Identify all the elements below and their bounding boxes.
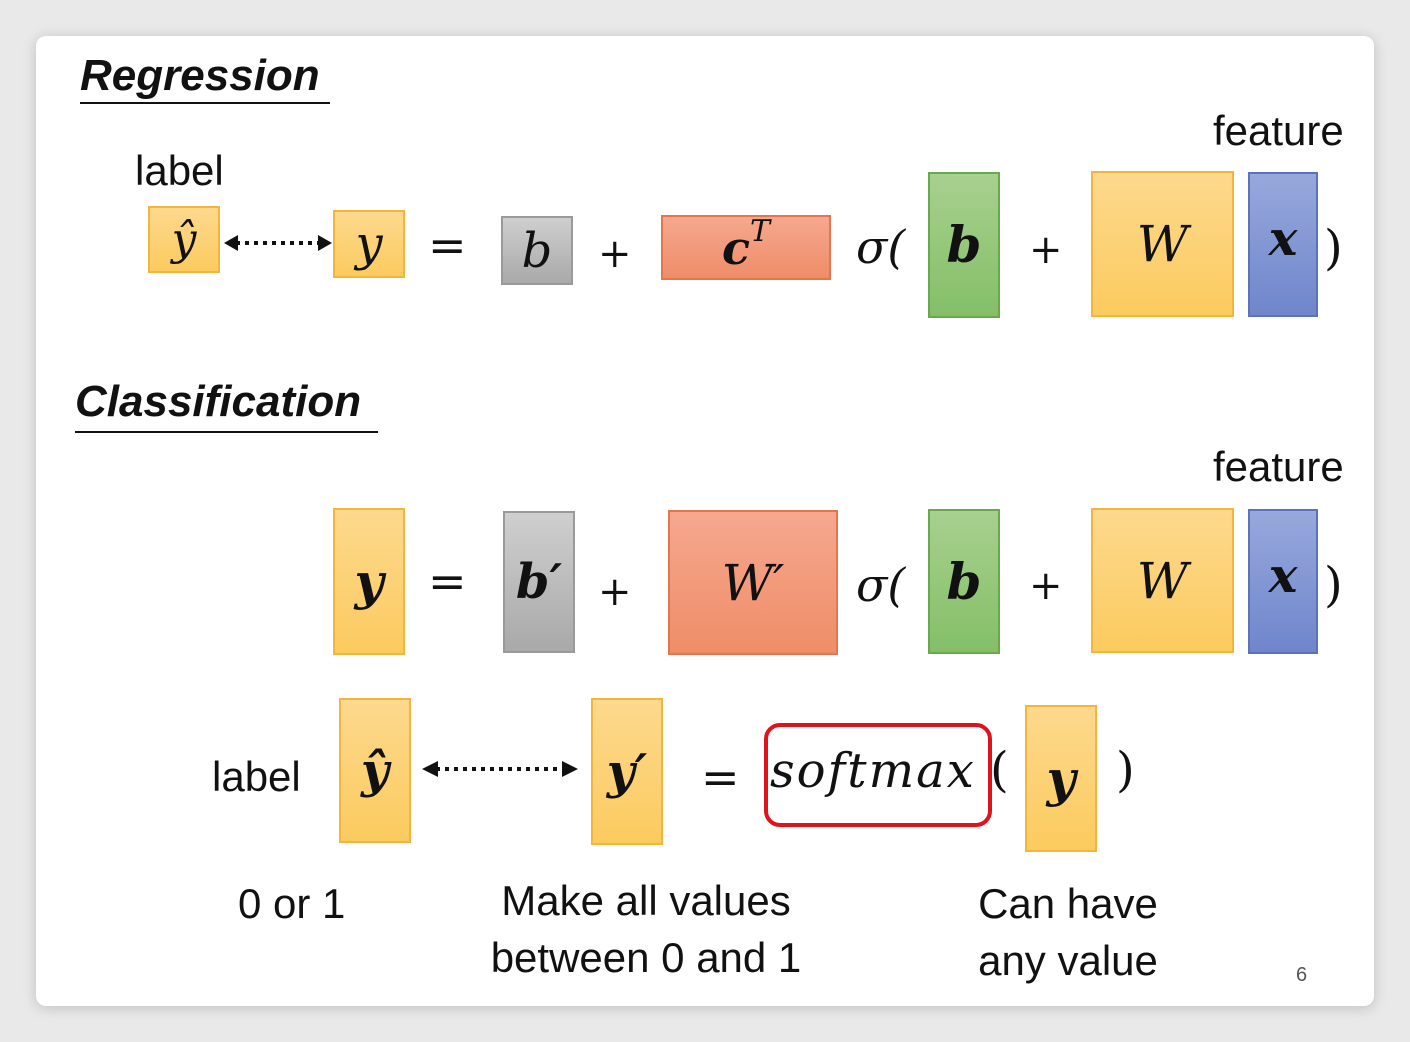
regression-close-paren: ) xyxy=(1324,220,1343,276)
softmax-highlight-frame xyxy=(764,723,992,827)
classification-y-prime-box: y′ xyxy=(591,698,663,845)
classification-W-prime: W′ xyxy=(721,553,785,612)
note-y-line-1: Can have xyxy=(978,880,1158,927)
classification-plus-2: + xyxy=(1029,563,1063,609)
classification-feature-text: feature xyxy=(1213,443,1344,490)
softmax-argument-y-box: y xyxy=(1025,705,1097,852)
regression-y: y xyxy=(355,216,383,272)
regression-plus-2: + xyxy=(1029,227,1063,273)
classification-x: x xyxy=(1268,547,1298,604)
note-y-line-2: any value xyxy=(978,937,1158,984)
classification-b-vector-box: b xyxy=(928,509,1000,654)
note-softmax-line-1: Make all values xyxy=(501,877,791,924)
regression-b-box: b xyxy=(501,216,573,285)
regression-double-arrow xyxy=(224,235,332,251)
regression-W-box: W xyxy=(1091,171,1234,317)
regression-W: W xyxy=(1136,215,1189,273)
classification-y-box: y xyxy=(333,508,405,655)
regression-plus-1: + xyxy=(598,231,632,277)
classification-x-box: x xyxy=(1248,509,1318,654)
regression-x-box: x xyxy=(1248,172,1318,317)
classification-b-prime: b′ xyxy=(515,554,563,610)
classification-W-box: W xyxy=(1091,508,1234,653)
regression-sigma-open: σ( xyxy=(856,220,906,274)
regression-c-superscript: T xyxy=(750,213,771,249)
note-label-range: 0 or 1 xyxy=(238,880,346,927)
regression-x: x xyxy=(1268,210,1298,267)
softmax-close-paren: ) xyxy=(1116,742,1135,798)
regression-equals: = xyxy=(428,218,467,272)
regression-heading: Regression xyxy=(80,51,320,100)
classification-plus-1: + xyxy=(598,569,632,615)
classification-double-arrow xyxy=(422,761,578,777)
classification-sigma-open: σ( xyxy=(856,558,906,612)
softmax-open-paren: ( xyxy=(990,742,1009,798)
classification-b-prime-box: b′ xyxy=(503,511,575,653)
softmax-argument-y: y xyxy=(1046,748,1076,808)
regression-y-hat: ŷ xyxy=(171,213,197,265)
classification-close-paren: ) xyxy=(1324,557,1343,613)
classification-y: y xyxy=(354,551,384,611)
classification-heading: Classification xyxy=(75,377,362,426)
regression-heading-underline xyxy=(80,102,330,104)
regression-b-vector: b xyxy=(946,215,982,274)
regression-y-hat-box: ŷ xyxy=(148,206,220,273)
classification-b-vector: b xyxy=(946,551,982,611)
regression-b-vector-box: b xyxy=(928,172,1000,318)
note-softmax-line-2: between 0 and 1 xyxy=(490,934,802,981)
classification-y-hat: ŷ xyxy=(361,742,389,799)
regression-y-box: y xyxy=(333,210,405,278)
classification-label-text: label xyxy=(212,753,301,800)
classification-W: W xyxy=(1136,551,1189,610)
regression-c: c xyxy=(721,220,750,275)
softmax-text: softmax xyxy=(770,743,976,799)
classification-y-hat-box: ŷ xyxy=(339,698,411,843)
regression-feature-text: feature xyxy=(1213,107,1344,154)
regression-label-text: label xyxy=(135,147,224,194)
classification-heading-underline xyxy=(75,431,378,433)
classification-equals: = xyxy=(428,554,467,608)
classification-W-prime-box: W′ xyxy=(668,510,838,655)
regression-b: b xyxy=(521,222,553,279)
page-number: 6 xyxy=(1296,964,1308,986)
classification-softmax-equals: = xyxy=(701,750,740,804)
classification-y-prime: y′ xyxy=(606,743,648,800)
